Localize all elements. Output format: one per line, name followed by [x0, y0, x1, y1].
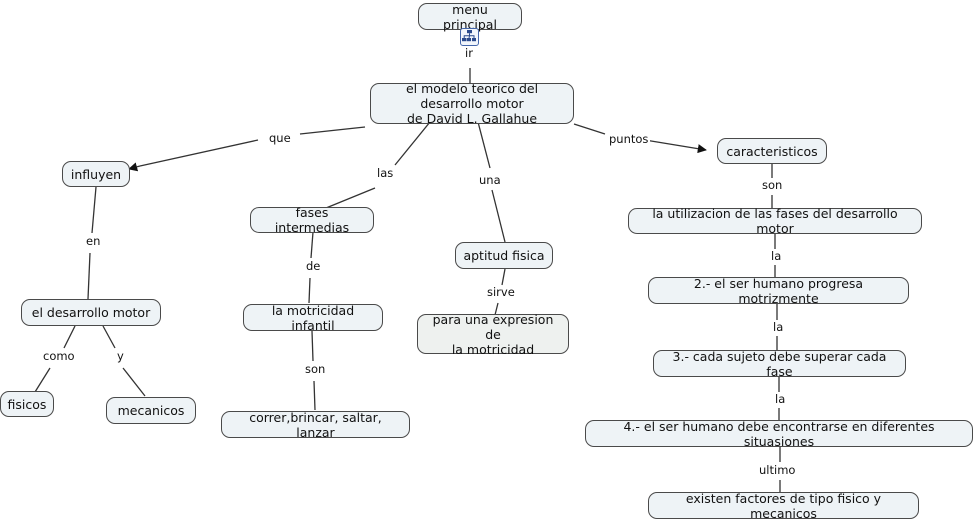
node-aptitud-fisica[interactable]: aptitud fisica: [455, 242, 553, 269]
node-expresion-motricidad[interactable]: para una expresion de la motricidad: [417, 312, 569, 357]
link-label-una: una: [477, 173, 503, 187]
node-central-concept[interactable]: el modelo teorico del desarrollo motor d…: [370, 81, 574, 126]
link-label-la-1: la: [769, 249, 784, 263]
link-label-son-motricidad: son: [303, 362, 328, 376]
link-label-la-2: la: [771, 320, 786, 334]
node-motricidad-infantil[interactable]: la motricidad infantil: [243, 303, 383, 333]
node-caracteristicos[interactable]: caracteristicos: [717, 138, 827, 164]
link-label-de: de: [304, 259, 323, 273]
node-menu-principal[interactable]: menu principal: [418, 2, 522, 32]
node-fases-intermedias[interactable]: fases intermedias: [250, 205, 374, 235]
link-label-son-caracteristicos: son: [760, 178, 785, 192]
link-label-que: que: [267, 131, 293, 145]
node-punto-3[interactable]: 3.- cada sujeto debe superar cada fase: [653, 349, 906, 379]
link-label-ultimo: ultimo: [757, 463, 798, 477]
concept-map-icon[interactable]: [460, 28, 479, 46]
node-factores[interactable]: existen factores de tipo fisico y mecani…: [648, 491, 919, 521]
link-label-la-3: la: [773, 392, 788, 406]
node-acciones-motrices[interactable]: correr,brincar, saltar, lanzar: [221, 410, 410, 440]
node-utilizacion-fases[interactable]: la utilizacion de las fases del desarrol…: [628, 206, 922, 236]
node-fisicos[interactable]: fisicos: [0, 391, 54, 417]
link-label-y: y: [115, 349, 126, 363]
node-punto-4[interactable]: 4.- el ser humano debe encontrarse en di…: [585, 419, 973, 449]
node-punto-2[interactable]: 2.- el ser humano progresa motrizmente: [648, 276, 909, 306]
node-desarrollo-motor[interactable]: el desarrollo motor: [21, 299, 161, 326]
link-label-las: las: [375, 166, 396, 180]
node-mecanicos[interactable]: mecanicos: [106, 397, 196, 424]
node-influyen[interactable]: influyen: [62, 161, 130, 187]
link-label-como: como: [41, 349, 77, 363]
link-label-puntos: puntos: [607, 132, 651, 146]
link-label-en: en: [84, 234, 103, 248]
link-label-sirve: sirve: [485, 285, 517, 299]
link-label-ir: ir: [463, 46, 475, 60]
